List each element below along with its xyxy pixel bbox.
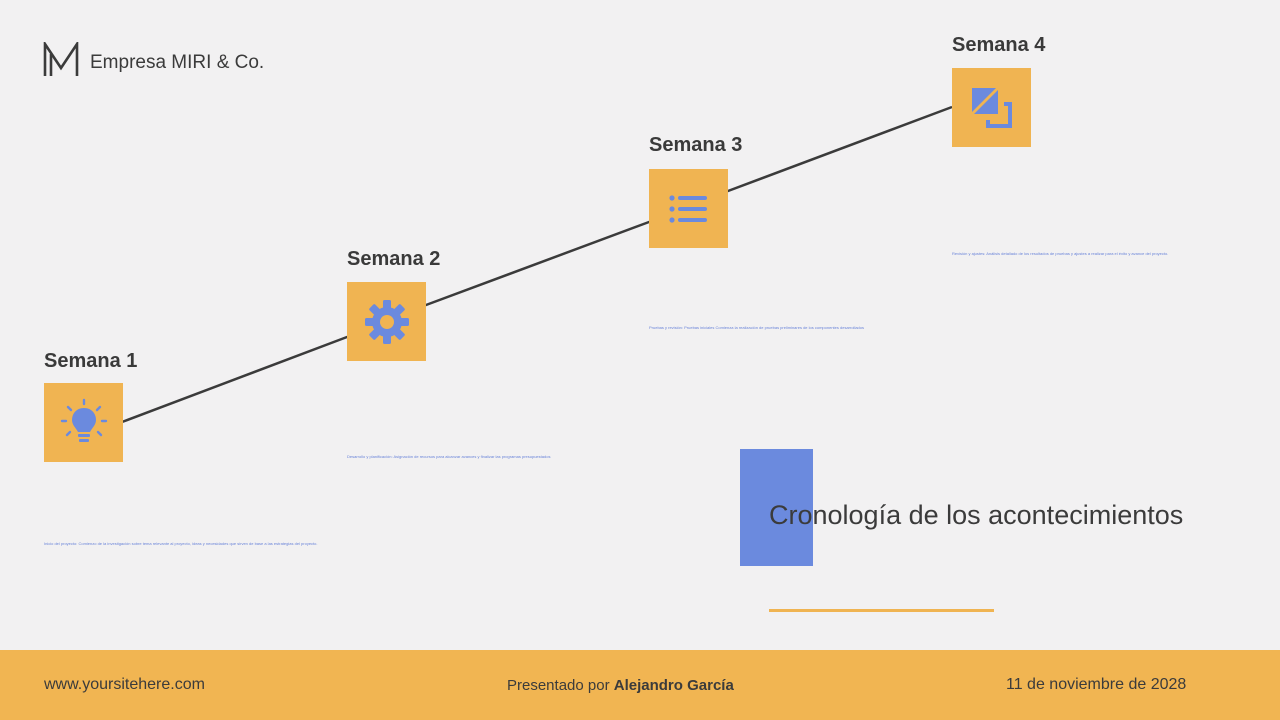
list-icon — [668, 194, 707, 223]
week-4-description: Revisión y ajustes: Análisis detallado d… — [952, 251, 1169, 256]
week-3-description: Pruebas y revisión: Pruebas iniciales Co… — [649, 325, 865, 330]
week-4-icon-box — [952, 68, 1031, 147]
week-1-icon-box — [44, 383, 123, 462]
footer-bar — [0, 650, 1280, 720]
overlap-squares-icon — [971, 87, 1012, 128]
week-2-icon-box — [347, 282, 426, 361]
week-3-title: Semana 3 — [649, 134, 743, 156]
week-2-title: Semana 2 — [347, 248, 441, 270]
footer-website-link[interactable]: www.yoursitehere.com — [44, 676, 205, 693]
company-logo — [43, 42, 79, 76]
title-accent-block — [740, 449, 813, 566]
gear-icon — [364, 299, 409, 344]
footer-presenter: Presentado por Alejandro García — [507, 677, 734, 694]
week-4-title: Semana 4 — [952, 34, 1046, 56]
week-1-title: Semana 1 — [44, 350, 138, 372]
company-name: Empresa MIRI & Co. — [90, 52, 265, 73]
presenter-name: Alejandro García — [613, 677, 734, 694]
footer-date: 11 de noviembre de 2028 — [1006, 676, 1187, 693]
week-2-description: Desarrollo y planificación: Asignación d… — [347, 454, 551, 459]
presenter-prefix: Presentado por — [507, 677, 610, 694]
lightbulb-icon — [60, 398, 107, 442]
week-1-description: Inicio del proyecto: Comienzo de la inve… — [44, 541, 318, 546]
page-title: Cronología de los acontecimientos — [769, 500, 1184, 530]
week-3-icon-box — [649, 169, 728, 248]
title-underline — [769, 609, 994, 612]
